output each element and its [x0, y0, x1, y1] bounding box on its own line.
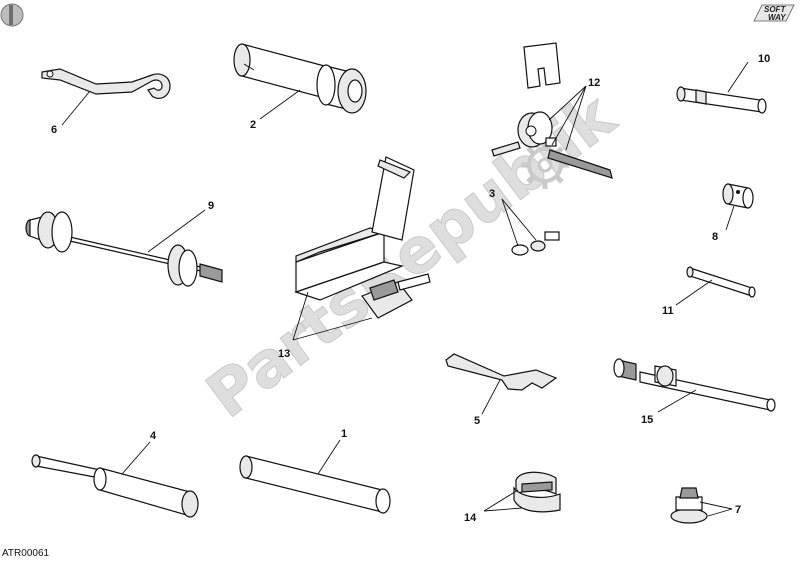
- callout-2: 2: [250, 119, 256, 131]
- watermark-text: PartsRepublik: [193, 78, 629, 432]
- page-corner-icon: [0, 3, 24, 27]
- part-8-bush: [722, 183, 754, 209]
- callout-15: 15: [641, 414, 653, 426]
- part-5-spanner: [445, 353, 558, 391]
- logo-line-2: WAY: [768, 13, 786, 22]
- watermark: PartsRepublik: [193, 78, 630, 433]
- part-7-plug: [670, 487, 708, 524]
- callout-14: 14: [464, 512, 477, 524]
- callout-8: 8: [712, 231, 718, 243]
- part-9-bearing-puller: [25, 211, 223, 287]
- callout-13: 13: [278, 348, 290, 360]
- part-6-hook-spanner: [41, 68, 171, 99]
- part-1-tube: [239, 455, 391, 514]
- callout-5: 5: [474, 415, 480, 427]
- part-15-shaft: [613, 358, 776, 412]
- part-11-pin: [686, 266, 756, 298]
- part-2-collar-tube: [233, 43, 367, 114]
- part-13-tool-case: [294, 156, 431, 319]
- callout-6: 6: [51, 124, 57, 136]
- callout-11: 11: [662, 305, 674, 317]
- callout-12: 12: [588, 77, 600, 89]
- leader-lines: [61, 61, 749, 517]
- callout-7: 7: [735, 504, 741, 516]
- diagram-code: ATR00061: [2, 548, 50, 559]
- part-3-links: [511, 231, 560, 256]
- logo-line-1: SOFT: [764, 5, 786, 14]
- part-4-stepped-pin: [31, 454, 199, 518]
- part-10-pin: [676, 86, 767, 114]
- callout-10: 10: [758, 53, 770, 65]
- part-14-half-shells: [513, 471, 561, 513]
- callout-9: 9: [208, 200, 214, 212]
- part-12-puller-set: [491, 42, 613, 179]
- callout-3: 3: [489, 188, 495, 200]
- callout-1: 1: [341, 428, 347, 440]
- softway-logo: SOFT WAY: [753, 4, 795, 22]
- callouts: 6 2 12 10 9 3 8 13 11 5 15 4 1 14 7: [51, 53, 770, 524]
- gear-watermark-icon: [521, 141, 569, 189]
- callout-4: 4: [150, 430, 157, 442]
